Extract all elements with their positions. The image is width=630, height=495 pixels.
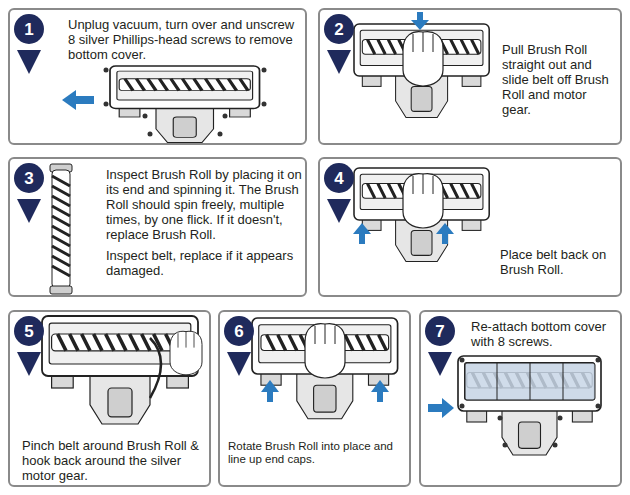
step-number-text: 1 bbox=[24, 21, 33, 38]
vacuum-head bbox=[354, 24, 489, 118]
vacuum-head bbox=[252, 318, 398, 419]
instruction-text: Inspect Brush Roll by placing it on its … bbox=[106, 167, 304, 242]
screws bbox=[460, 358, 601, 448]
hand bbox=[305, 324, 345, 378]
step-number-text: 4 bbox=[334, 170, 343, 187]
step-panel: Rotate Brush Roll into place and line up… bbox=[218, 310, 411, 487]
vacuum-head bbox=[354, 168, 489, 262]
step-triangle bbox=[17, 199, 41, 223]
instruction-text: Pinch belt around Brush Roll & hook back… bbox=[22, 438, 207, 483]
arrow-down bbox=[411, 12, 429, 30]
step-number: 6 bbox=[224, 316, 254, 346]
cover-ribs bbox=[497, 363, 563, 400]
instruction-text: Pull Brush Roll straight out and slide b… bbox=[502, 42, 618, 117]
instruction-text: Rotate Brush Roll into place and line up… bbox=[228, 440, 410, 466]
brush-roll bbox=[50, 164, 72, 294]
step-number-text: 3 bbox=[24, 170, 33, 187]
step-number: 1 bbox=[14, 14, 44, 44]
step-triangle bbox=[17, 352, 41, 376]
arrow-left bbox=[62, 90, 94, 110]
step-number-text: 7 bbox=[435, 323, 444, 340]
belt bbox=[150, 338, 161, 398]
step-number: 7 bbox=[425, 316, 455, 346]
vacuum-head bbox=[458, 356, 601, 455]
instruction-text: Re-attach bottom cover with 8 screws. bbox=[471, 319, 619, 349]
step-triangle bbox=[227, 352, 251, 376]
step-panel: Re-attach bottom cover with 8 screws. 7 bbox=[419, 310, 622, 487]
step-panel: Place belt back on Brush Roll. 4 bbox=[318, 157, 622, 297]
step-number: 4 bbox=[324, 163, 354, 193]
step-panel: Pull Brush Roll straight out and slide b… bbox=[318, 8, 622, 145]
vacuum-head-upside-down bbox=[110, 66, 260, 143]
step-number: 2 bbox=[324, 14, 354, 44]
step-number-text: 6 bbox=[234, 323, 243, 340]
step-number: 3 bbox=[14, 163, 44, 193]
step-panel: Unplug vacuum, turn over and unscrew 8 s… bbox=[8, 8, 307, 145]
step-panel: Inspect Brush Roll by placing it on its … bbox=[8, 157, 307, 297]
arrows-up bbox=[353, 223, 454, 244]
bottom-cover bbox=[465, 363, 595, 400]
hand bbox=[403, 174, 443, 228]
step-number: 5 bbox=[14, 316, 44, 346]
step-panel: Pinch belt around Brush Roll & hook back… bbox=[8, 310, 211, 487]
hand bbox=[170, 331, 202, 375]
step-triangle bbox=[327, 199, 351, 223]
instruction-text: Inspect belt, replace if it appears dama… bbox=[106, 248, 304, 278]
step-number-text: 5 bbox=[24, 323, 33, 340]
step-triangle bbox=[327, 50, 351, 74]
step-number-text: 2 bbox=[334, 21, 343, 38]
step-triangle bbox=[428, 352, 452, 376]
arrows-up bbox=[261, 380, 389, 402]
hand bbox=[403, 32, 443, 86]
arrow-right bbox=[428, 398, 454, 418]
step-triangle bbox=[17, 50, 41, 74]
screws bbox=[104, 68, 267, 137]
instruction-text: Place belt back on Brush Roll. bbox=[500, 247, 618, 277]
instruction-text: Unplug vacuum, turn over and unscrew 8 s… bbox=[68, 17, 296, 62]
